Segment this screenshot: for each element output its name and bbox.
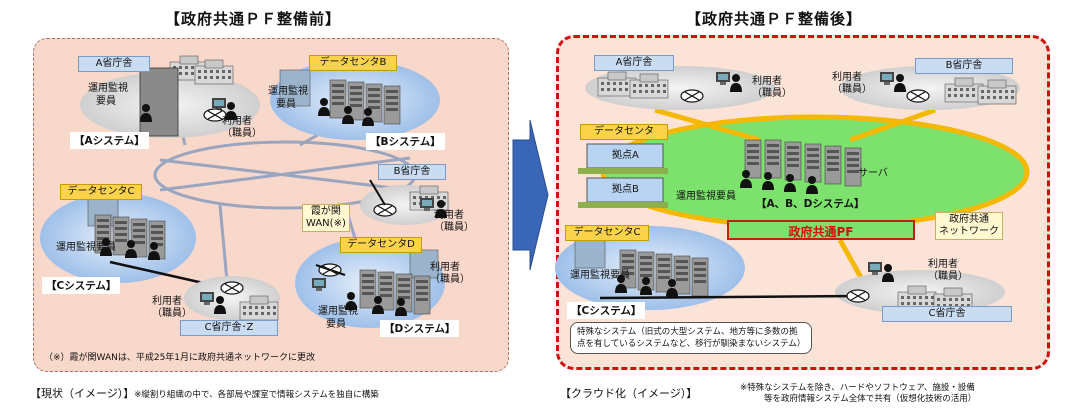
- right-caption-note-1: ※特殊なシステムを除き、ハードやソフトウェア、施設・設備: [740, 383, 975, 393]
- right-a-office-tag: A省庁舎: [594, 55, 674, 71]
- server-label: サーバ: [858, 168, 888, 179]
- b-user-label-2: （職員）: [434, 222, 474, 233]
- transition-arrow: [512, 119, 549, 271]
- special-note-line-1: 特殊なシステム（旧式の大型システム、地方等に多数の拠: [577, 327, 798, 337]
- a-system-label: 【Aシステム】: [70, 132, 149, 149]
- c-staff-label: 運用監視要員: [56, 242, 116, 253]
- right-c-user-label-2: （職員）: [928, 271, 968, 282]
- b-user-label-1: 利用者: [434, 210, 464, 221]
- right-caption-note-2: 等を政府情報システム全体で共有（仮想化技術の活用）: [764, 394, 977, 404]
- data-center-b-tag: データセンタB: [309, 55, 397, 71]
- d-staff-label-2: 要員: [326, 319, 346, 330]
- right-data-center-c-tag: データセンタC: [565, 225, 649, 241]
- data-center-d-site: [295, 238, 445, 328]
- c-system-label: 【Cシステム】: [42, 277, 121, 294]
- c-office-site: [184, 276, 280, 321]
- a-user-label-2: （職員）: [222, 128, 262, 139]
- right-caption: 【クラウド化（イメージ）】: [560, 385, 697, 401]
- left-caption-note: ※縦割り組織の中で、各部局や課室で情報システムを独自に構築: [134, 390, 379, 400]
- right-b-office-graphic: [840, 66, 1020, 110]
- right-a-office-graphic: [585, 66, 775, 110]
- data-center-c-tag: データセンタC: [60, 184, 142, 200]
- right-data-center-c-graphic: [555, 226, 745, 310]
- c-office-tag: C省庁舎･Z: [180, 320, 278, 336]
- right-c-office-tag: C省庁舎: [882, 306, 1012, 322]
- right-c-office-graphic: [599, 262, 1005, 314]
- right-b-user-label-2: （職員）: [832, 84, 872, 95]
- a-staff-label-2: 要員: [96, 96, 116, 107]
- data-center-b-site: [270, 60, 440, 140]
- right-a-user-label-1: 利用者: [752, 76, 782, 87]
- b-system-label: 【Bシステム】: [366, 133, 445, 150]
- a-office-site: [80, 55, 260, 138]
- government-common-pf: 政府共通PF: [727, 220, 915, 240]
- left-caption: 【現状（イメージ）】※縦割り組織の中で、各部局や課室で情報システムを独自に構築: [30, 385, 379, 401]
- kasumigaseki-wan-label: 霞が関 WAN(※): [302, 204, 350, 232]
- a-user-label-1: 利用者: [222, 116, 252, 127]
- government-network-label: 政府共通 ネットワーク: [935, 212, 1003, 240]
- network-label-2: ネットワーク: [939, 226, 999, 237]
- b-office-tag: B省庁舎: [378, 164, 446, 180]
- c-user-label-1: 利用者: [152, 296, 182, 307]
- right-caption-title: 【クラウド化（イメージ）】: [560, 387, 698, 400]
- wan-footnote: （※）霞が関WANは、平成25年1月に政府共通ネットワークに更改: [44, 353, 316, 363]
- right-c-user-label-1: 利用者: [928, 259, 958, 270]
- right-c-system-label: 【Cシステム】: [567, 302, 646, 319]
- right-caption-note: ※特殊なシステムを除き、ハードやソフトウェア、施設・設備 等を政府情報システム全…: [740, 383, 976, 405]
- d-user-label-2: （職員）: [430, 274, 470, 285]
- site-a-label: 拠点A: [612, 150, 639, 161]
- b-office-site: [360, 179, 450, 225]
- wan-label-2: WAN(※): [306, 218, 346, 229]
- right-c-staff-label: 運用監視要員: [570, 270, 630, 281]
- right-a-user-label-2: （職員）: [752, 88, 792, 99]
- right-b-user-label-1: 利用者: [832, 72, 862, 83]
- a-office-tag: A省庁舎: [78, 56, 150, 72]
- left-title: 【政府共通ＰＦ整備前】: [165, 10, 342, 28]
- right-staff-label: 運用監視要員: [676, 191, 736, 202]
- b-staff-label-1: 運用監視: [268, 86, 308, 97]
- special-systems-note: 特殊なシステム（旧式の大型システム、地方等に多数の拠 点を有しているシステムなど…: [570, 322, 813, 354]
- right-data-center-sites: [578, 143, 668, 208]
- a-staff-label-1: 運用監視: [88, 83, 128, 94]
- right-b-office-tag: B省庁舎: [915, 58, 1013, 74]
- left-caption-title: 【現状（イメージ）】: [30, 387, 135, 400]
- site-b-label: 拠点B: [612, 184, 639, 195]
- right-title: 【政府共通ＰＦ整備後】: [686, 10, 863, 28]
- network-label-1: 政府共通: [949, 214, 989, 225]
- abd-system-label: 【A、B、Dシステム】: [756, 198, 865, 210]
- d-staff-label-1: 運用監視: [318, 306, 358, 317]
- right-data-center-tag: データセンタ: [580, 124, 668, 140]
- d-system-label: 【Dシステム】: [380, 320, 460, 337]
- data-center-d-tag: データセンタD: [340, 237, 422, 253]
- d-user-label-1: 利用者: [430, 262, 460, 273]
- c-user-label-2: （職員）: [152, 308, 192, 319]
- special-note-line-2: 点を有しているシステムなど、移行が馴染まないシステム）: [577, 339, 806, 349]
- wan-label-1: 霞が関: [310, 206, 341, 217]
- b-staff-label-2: 要員: [276, 99, 296, 110]
